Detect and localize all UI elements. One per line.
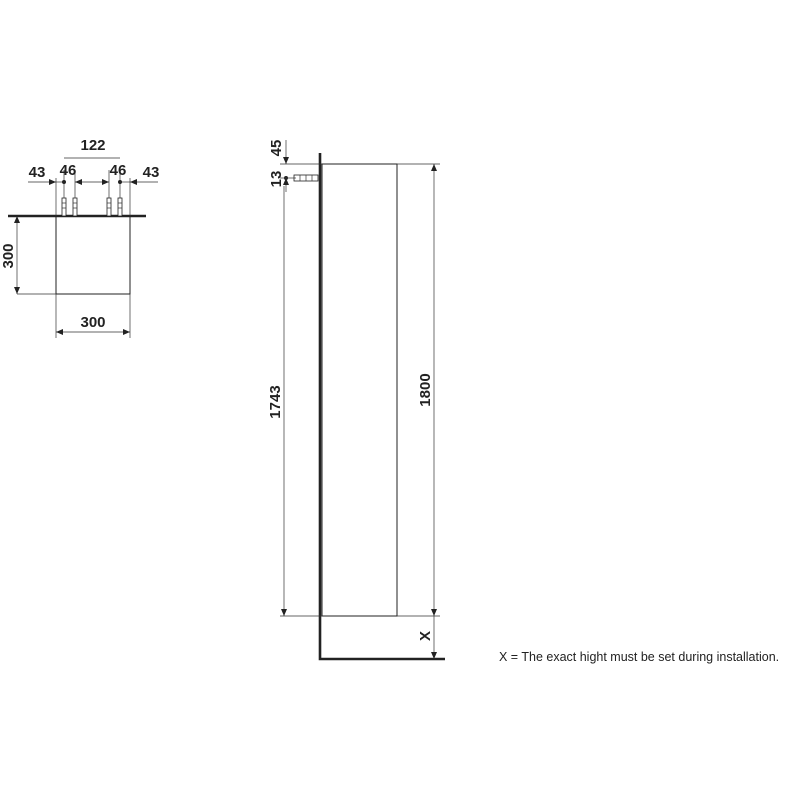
side-view-cabinet xyxy=(321,163,398,617)
installation-note: X = The exact hight must be set during i… xyxy=(499,650,779,664)
dim-mount-height: 1743 xyxy=(267,385,284,418)
dim-width: 300 xyxy=(80,314,105,331)
side-view: 45 13 1743 1800 X xyxy=(267,140,445,661)
wall-plug-icon xyxy=(61,197,123,217)
dim-depth: 300 xyxy=(0,243,17,268)
dim-bolt: 13 xyxy=(268,171,285,188)
dim-cabinet-height: 1800 xyxy=(417,373,434,406)
dim-left-gap: 46 xyxy=(60,162,77,179)
top-view-cabinet xyxy=(55,215,131,295)
dim-right-gap: 46 xyxy=(110,162,127,179)
side-view-wall-floor xyxy=(318,153,445,661)
top-view: 122 43 46 46 43 300 300 xyxy=(0,137,159,338)
dim-floor-gap: X xyxy=(417,631,434,641)
dim-spacing-total: 122 xyxy=(80,137,105,154)
dim-right-edge: 43 xyxy=(143,164,160,181)
dim-left-edge: 43 xyxy=(29,164,46,181)
dim-top-offset: 45 xyxy=(268,140,285,157)
